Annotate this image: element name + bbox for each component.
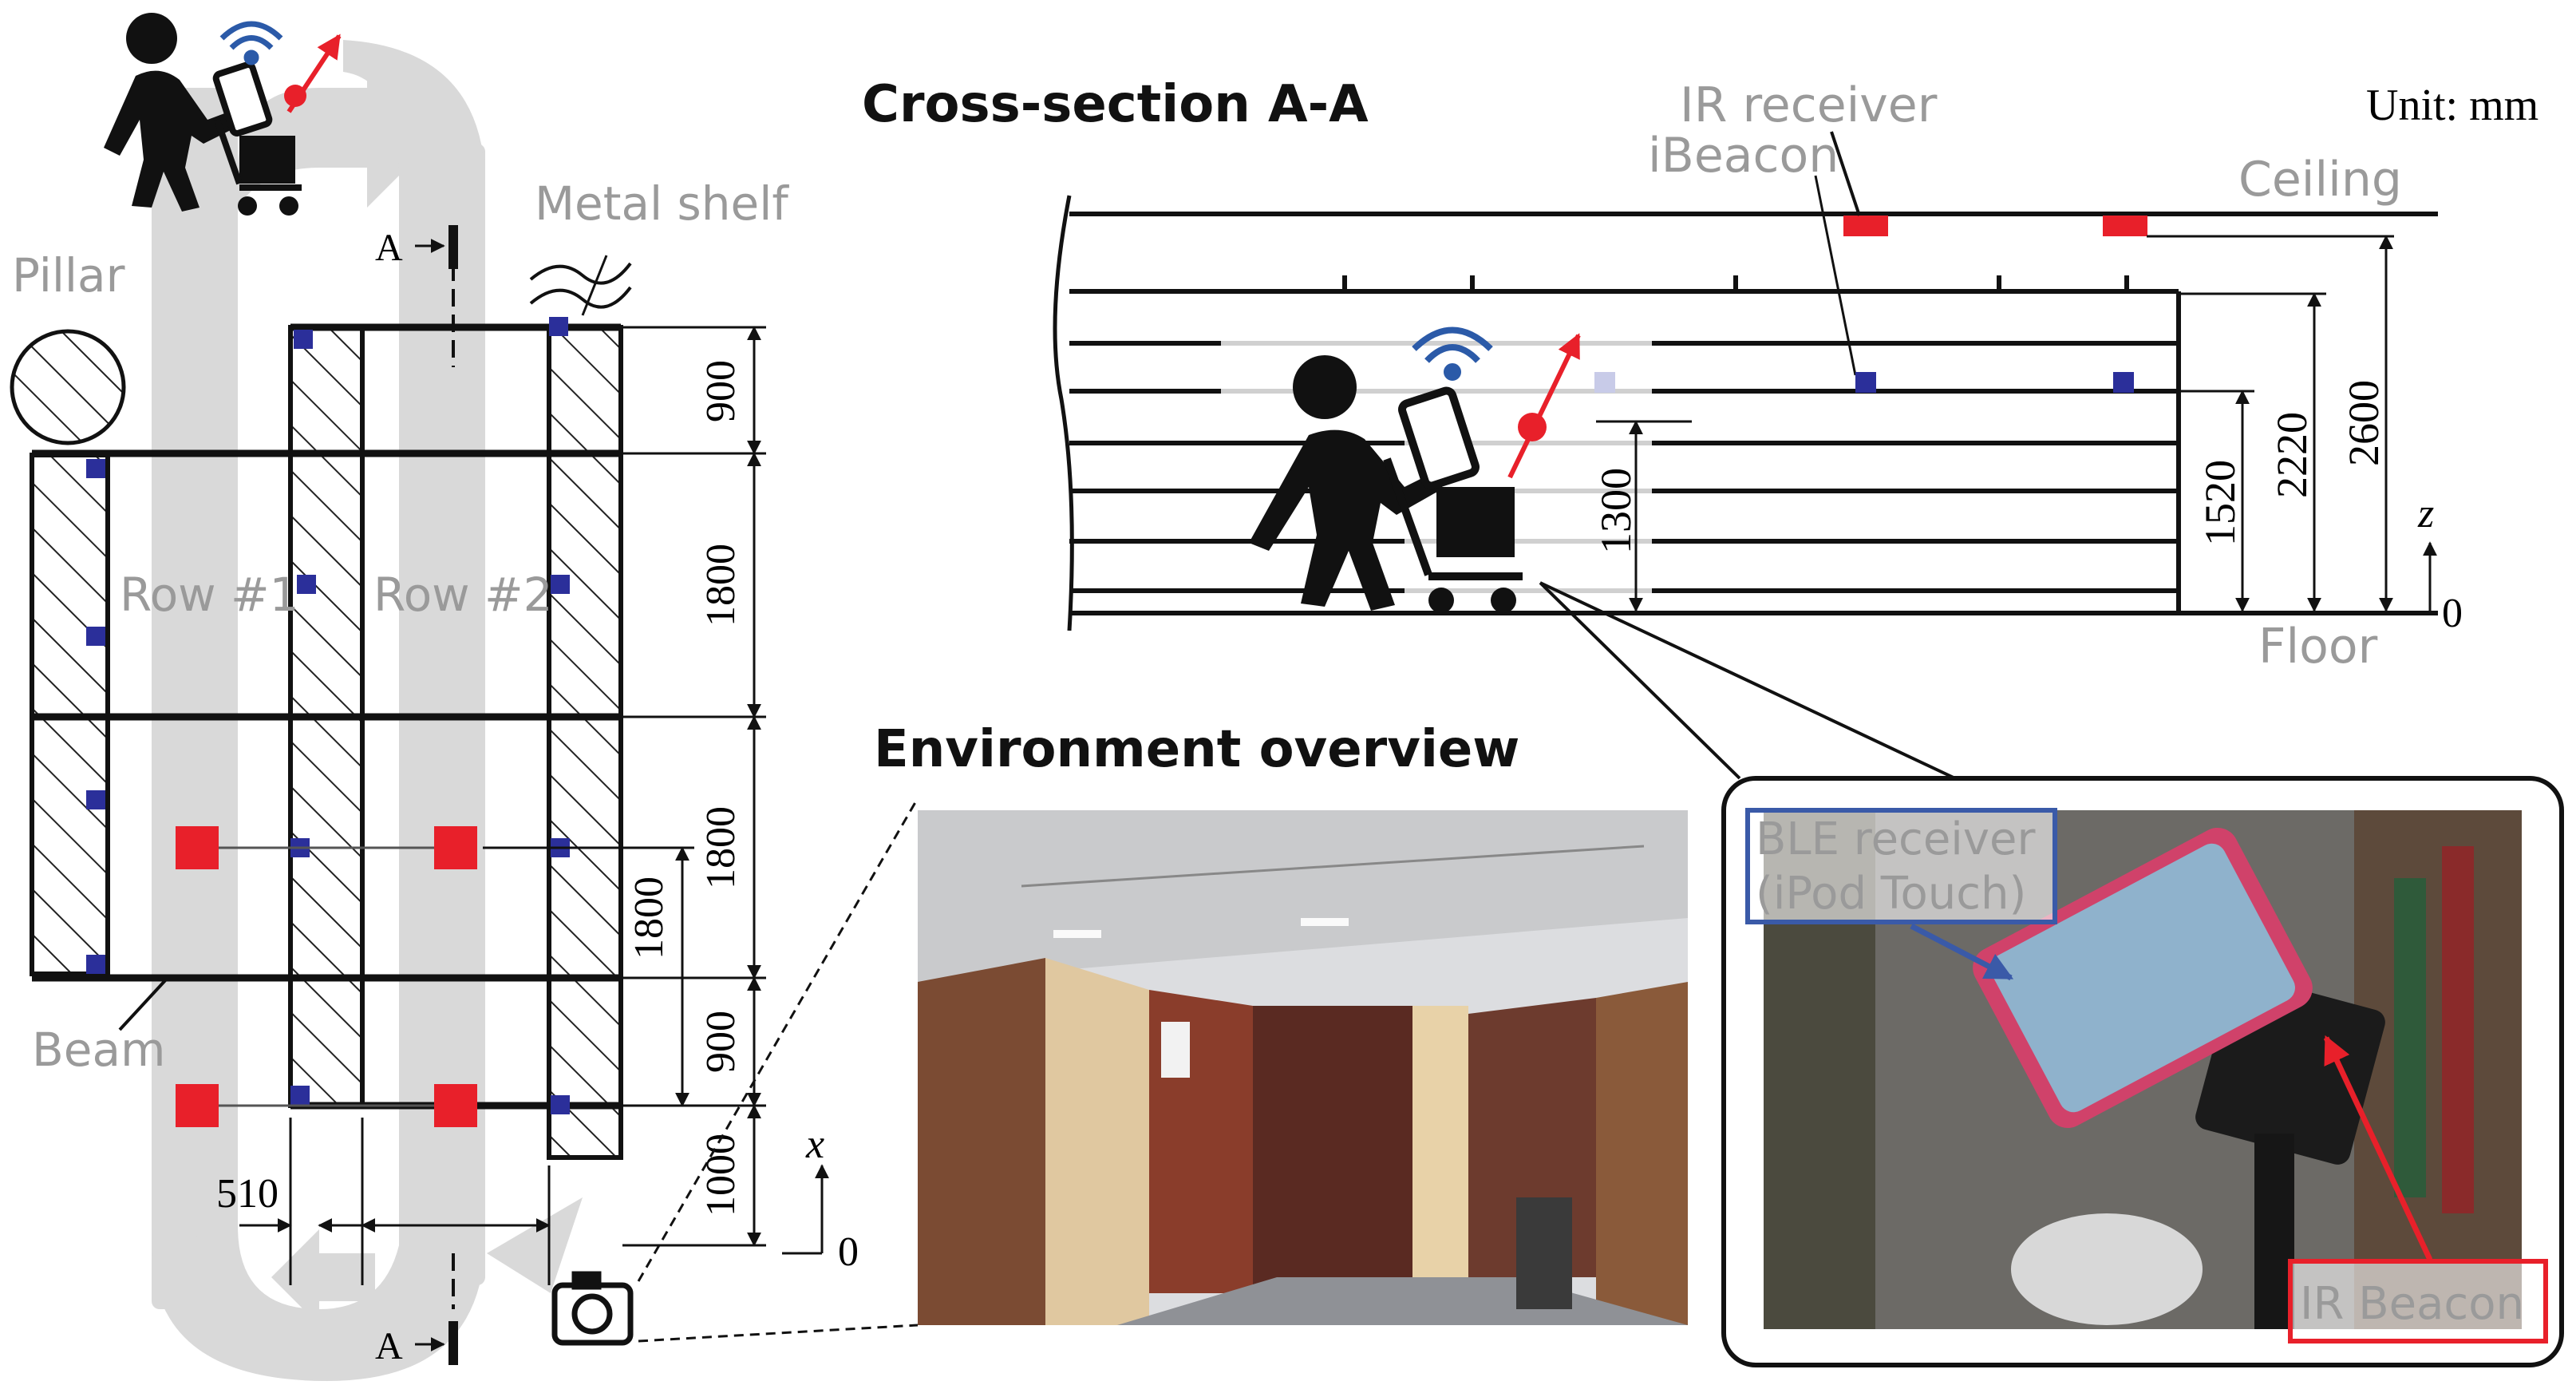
floor-label: Floor — [2258, 619, 2378, 675]
overview-title: Environment overview — [874, 720, 1519, 779]
ir-receivers-section — [1843, 216, 2147, 236]
ir-beacon-callout: IR Beacon — [2288, 1035, 2548, 1343]
device-inset: BLE receiver (iPod Touch) IR Beacon — [1721, 776, 2564, 1367]
ble-receiver-line1: BLE receiver — [1756, 813, 2036, 865]
metal-shelf-label: Metal shelf — [535, 176, 789, 231]
ir-receiver-label: IR receiver — [1680, 77, 1938, 133]
person-cart-icon-section — [1249, 355, 1523, 613]
ir-beacon-icon-section — [1507, 333, 1581, 479]
ceiling-label: Ceiling — [2238, 152, 2402, 208]
x-axis: x 0 — [782, 1122, 859, 1275]
ble-receiver-line2: (iPod Touch) — [1756, 868, 2026, 920]
ibeacons-section — [1594, 372, 2134, 393]
section-dimensions — [1596, 235, 2394, 612]
wifi-icon-section — [1412, 326, 1493, 381]
beam-label: Beam — [32, 1023, 166, 1077]
ir-beacon-icon-plan — [284, 34, 342, 113]
plan-dimensions — [239, 326, 766, 1285]
dim-900-bottom: 900 — [698, 1011, 744, 1073]
section-break-edge — [1053, 195, 1074, 631]
environment-overview: Environment overview — [874, 720, 1688, 1325]
dim-2220: 2220 — [2268, 412, 2316, 498]
unit-label: Unit: mm — [2366, 81, 2538, 130]
dim-1800-inner: 1800 — [626, 877, 672, 960]
ir-beacon-label: IR Beacon — [2300, 1278, 2524, 1330]
dim-1800-a: 1800 — [698, 544, 744, 627]
section-title: Cross-section A-A — [862, 75, 1369, 134]
camera-sightline-2 — [637, 797, 919, 1282]
camera-sightline — [638, 1324, 919, 1343]
dim-1520: 1520 — [2196, 460, 2244, 546]
z-axis: z 0 — [2394, 491, 2463, 636]
section-mark-bottom: A — [375, 1325, 403, 1367]
ibeacon-label: iBeacon — [1648, 128, 1839, 184]
ble-receiver-callout: BLE receiver (iPod Touch) — [1745, 808, 2057, 981]
person-cart-icon-plan — [104, 13, 302, 216]
library-photo — [918, 810, 1688, 1325]
shelf-break-symbol — [529, 262, 632, 309]
wifi-icon-plan — [219, 21, 283, 65]
pillar — [10, 329, 126, 445]
section-mark-top: A — [375, 227, 403, 269]
row2-label: Row #2 — [373, 568, 553, 622]
dim-2600: 2600 — [2340, 380, 2388, 466]
floor-plan: Pillar Metal shelf Row #1 Row #2 Beam A … — [10, 13, 919, 1381]
ir-receiver-markers-plan — [176, 826, 477, 1127]
section-dimension-text: 1300 1520 2220 2600 — [1592, 380, 2388, 554]
z-axis-origin: 0 — [2442, 591, 2463, 636]
dim-510: 510 — [216, 1171, 279, 1217]
x-axis-origin: 0 — [838, 1229, 859, 1275]
z-axis-label: z — [2417, 491, 2434, 536]
row1-label: Row #1 — [120, 568, 299, 622]
section-line — [415, 225, 458, 1365]
dim-1000: 1000 — [698, 1134, 744, 1217]
dim-1800-b: 1800 — [698, 806, 744, 889]
pillar-label: Pillar — [12, 248, 125, 303]
plan-dimension-text: 900 1800 1800 900 1000 1800 510 — [216, 360, 744, 1217]
dim-900-top: 900 — [698, 360, 744, 422]
camera-icon — [551, 1271, 634, 1346]
cross-section: Cross-section A-A Unit: mm IR receiver i… — [862, 75, 2538, 780]
x-axis-label: x — [805, 1122, 824, 1167]
dim-1300: 1300 — [1592, 468, 1640, 554]
